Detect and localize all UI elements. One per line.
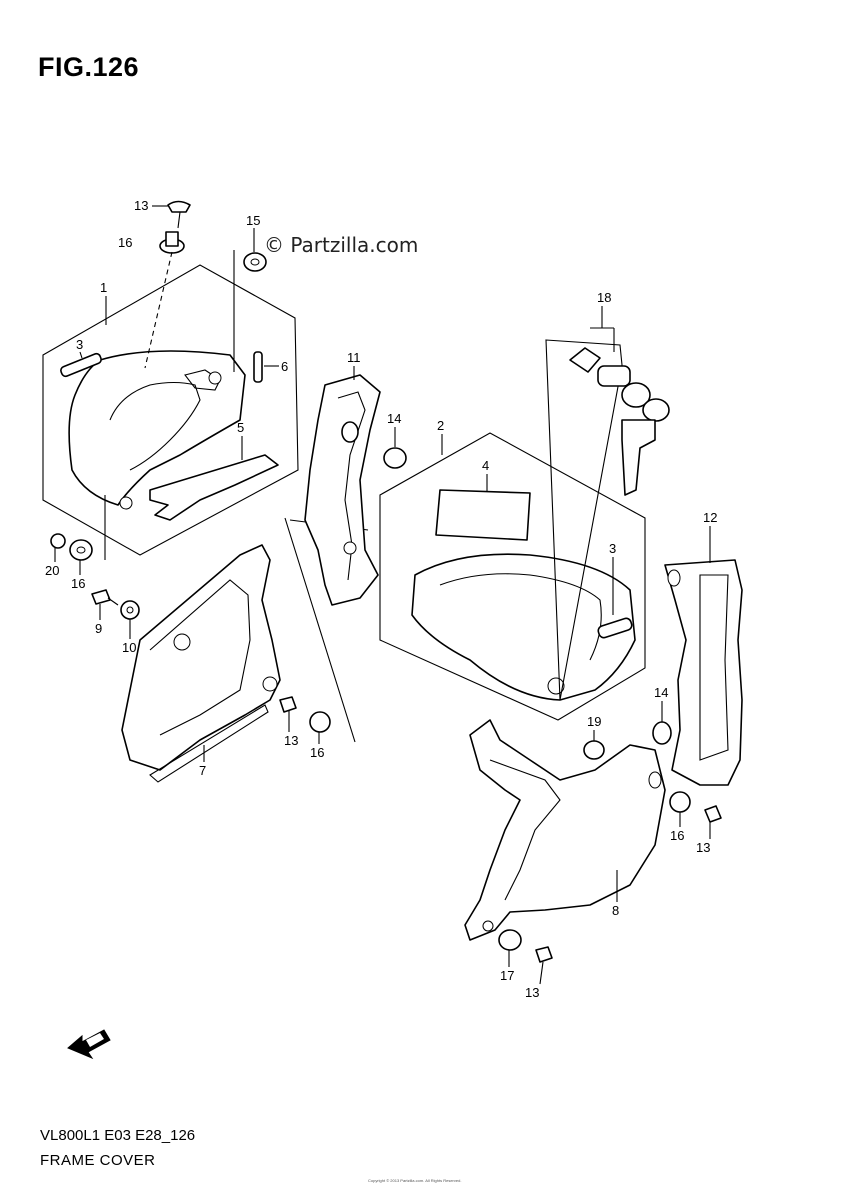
group-1-outline: [42, 264, 299, 556]
section-name: FRAME COVER: [40, 1152, 156, 1169]
callout-13-b: 13: [284, 733, 298, 748]
callout-2: 2: [437, 418, 444, 433]
callout-16-b: 16: [71, 576, 85, 591]
group-1-frame-cover-left: [42, 200, 299, 556]
part-5-gasket: [149, 454, 279, 521]
callouts: 13 16 15 1 3 6 5 20 16 9 10 11 14 2 4 18…: [45, 198, 717, 1000]
callout-20: 20: [45, 563, 59, 578]
part-7-lower-cover: [121, 517, 369, 783]
callout-14-a: 14: [387, 411, 401, 426]
callout-13-d: 13: [525, 985, 539, 1000]
callout-16-a: 16: [118, 235, 132, 250]
model-code: VL800L1 E03 E28_126: [40, 1127, 196, 1144]
part-11-bracket: [304, 374, 407, 606]
grommet-hole: [208, 371, 222, 385]
part-19-grommet: [583, 740, 605, 760]
callout-10: 10: [122, 640, 136, 655]
part-13-bolt: [279, 696, 297, 713]
callout-19: 19: [587, 714, 601, 729]
callout-7: 7: [199, 763, 206, 778]
callout-15: 15: [246, 213, 260, 228]
part-13-bolt-lower: [535, 946, 553, 963]
copyright-fine-print: Copyright © 2013 Partzilla.com. All Righ…: [368, 1178, 462, 1183]
part-16-grommet-mid: [309, 711, 331, 733]
callout-13-a: 13: [134, 198, 148, 213]
part-16-grommet-right: [669, 791, 691, 813]
part-3-emblem-right: [597, 617, 633, 639]
callout-12: 12: [703, 510, 717, 525]
watermark: © Partzilla.com: [264, 233, 419, 257]
grommet-body: [165, 231, 179, 247]
callout-14-b: 14: [654, 685, 668, 700]
callout-5: 5: [237, 420, 244, 435]
part-14-grommet: [383, 447, 407, 469]
part-6-pin: [253, 351, 263, 383]
part-12-bracket: [652, 559, 743, 823]
callout-16-c: 16: [310, 745, 324, 760]
part-14-grommet-right: [652, 721, 672, 745]
part-13-screw-head: [167, 200, 191, 213]
key-ring-2: [642, 398, 670, 422]
part-20-nut: [50, 533, 66, 549]
key-ring-1: [621, 382, 651, 408]
part-3-emblem: [60, 352, 102, 378]
callout-9: 9: [95, 621, 102, 636]
part-13-bolt-right: [704, 805, 722, 823]
callout-17: 17: [500, 968, 514, 983]
part-1-frame-cover: [68, 350, 246, 506]
callout-3-a: 3: [76, 337, 83, 352]
group-2-side-cover-right: [379, 339, 646, 721]
fwd-arrow-icon: [67, 1029, 111, 1060]
callout-13-c: 13: [696, 840, 710, 855]
callout-18: 18: [597, 290, 611, 305]
left-hardware: [50, 495, 140, 620]
mount-hole: [119, 496, 133, 510]
part-9-bolt-head: [91, 589, 111, 605]
callout-6: 6: [281, 359, 288, 374]
key: [621, 419, 656, 496]
callout-4: 4: [482, 458, 489, 473]
part-8-lower-cover: [464, 719, 666, 963]
callout-11: 11: [347, 350, 361, 365]
lock-cylinder: [597, 365, 631, 387]
callout-8: 8: [612, 903, 619, 918]
lock-washer: [569, 347, 601, 373]
figure-title: FIG.126: [38, 52, 140, 82]
part-4-label: [435, 489, 531, 541]
part-2-side-cover: [411, 553, 636, 701]
group-2-outline: [379, 432, 646, 721]
part-17-grommet: [498, 929, 522, 951]
callout-16-d: 16: [670, 828, 684, 843]
callout-1: 1: [100, 280, 107, 295]
callout-3-b: 3: [609, 541, 616, 556]
part-18-lock-set: [569, 327, 670, 496]
